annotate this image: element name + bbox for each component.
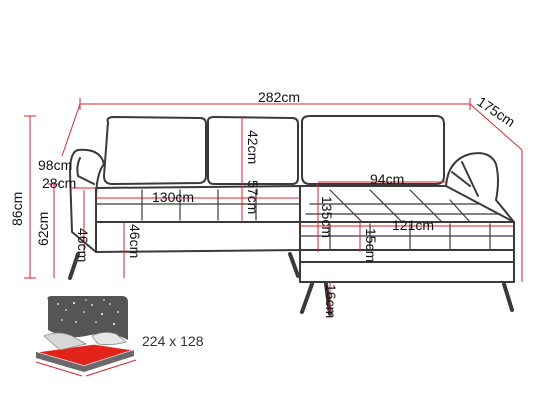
right-armrest: [445, 152, 515, 223]
bed-size-label: 224 x 128: [142, 333, 204, 349]
chaise-base: [299, 249, 515, 283]
sofa-legs: [68, 252, 514, 316]
leg-chaise-mid: [324, 282, 332, 316]
dim-sofa-depth: 98cm: [38, 157, 72, 173]
dim-total-height: 86cm: [9, 192, 25, 226]
dim-seat-width: 130cm: [152, 189, 194, 205]
dim-chaise-cushion: 15cm: [363, 228, 379, 262]
leg-front-mid: [288, 252, 300, 278]
bed-backrest: [43, 332, 88, 351]
bed-width-arrow: [85, 359, 137, 377]
dim-chaise-depth: 175cm: [474, 93, 518, 130]
left-armrest: [69, 148, 105, 253]
seat-tufting: [95, 189, 515, 251]
base-front: [95, 221, 301, 253]
dim-leg-height: 16cm: [323, 284, 339, 318]
dimension-lines: [24, 98, 523, 316]
left-armrest-inner: [76, 157, 95, 185]
bed-frame: [36, 350, 134, 372]
sofa-outline: [69, 115, 515, 283]
sofa-bed-icon: 224 x 128: [35, 296, 204, 377]
leg-chaise-left: [300, 282, 314, 314]
dim-arm-inner: 46cm: [75, 228, 91, 262]
back-cushion-right: [301, 115, 445, 185]
leg-chaise-right: [502, 282, 514, 312]
dim-seat-depth: 57cm: [245, 180, 261, 214]
right-armrest-inner: [451, 161, 479, 197]
back-cushion-middle: [207, 116, 299, 185]
dim-chaise-length: 121cm: [392, 217, 434, 233]
star-dots: [57, 299, 119, 325]
bed-length-arrow: [35, 361, 83, 377]
dim-chaise-seat-depth: 135cm: [319, 196, 335, 238]
night-sky-panel: [47, 296, 128, 340]
back-cushion-left: [103, 116, 207, 185]
dim-total-width: 282cm: [258, 89, 300, 105]
dim-seat-height: 62cm: [35, 212, 51, 246]
bed-pillows: [91, 332, 127, 346]
dim-leg-to-seat: 46cm: [127, 224, 143, 258]
leg-front-left: [68, 252, 80, 280]
dim-arm-width: 28cm: [42, 175, 76, 191]
dim-chaise-seat-width: 94cm: [370, 171, 404, 187]
dim-back-cushion: 42cm: [245, 130, 261, 164]
